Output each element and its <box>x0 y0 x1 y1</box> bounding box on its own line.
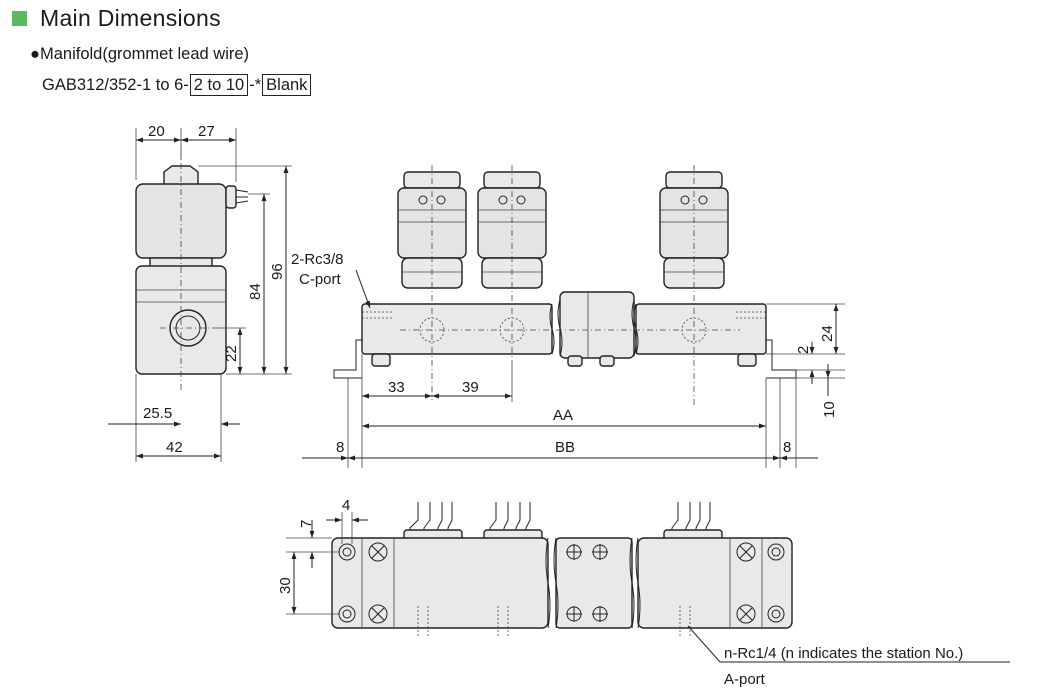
dim-8-right: 8 <box>783 439 791 456</box>
dim-24: 24 <box>819 325 836 342</box>
dim-4: 4 <box>342 497 350 514</box>
station-box: 2 to 10 <box>189 74 249 96</box>
dim-96: 96 <box>269 263 286 280</box>
dim-22: 22 <box>223 345 240 362</box>
a-port-size: n-Rc1/4 (n indicates the station No.) <box>724 645 963 662</box>
model-code: GAB312/352-1 to 6- 2 to 10 -* Blank <box>42 74 312 96</box>
plan-view: 4 7 30 n-Rc1/4 (n indicates the station … <box>277 497 1010 688</box>
model-prefix: GAB312/352-1 to 6- <box>42 75 189 94</box>
green-square-icon <box>12 11 27 26</box>
dim-10: 10 <box>821 401 838 418</box>
section-header: Main Dimensions <box>12 5 221 32</box>
subtitle: ●Manifold(grommet lead wire) <box>30 45 250 63</box>
dim-84: 84 <box>247 283 264 300</box>
c-port-size: 2-Rc3/8 <box>291 251 344 268</box>
side-view: 2-Rc3/8 C-port 33 39 AA BB 8 8 24 2 <box>291 165 845 468</box>
dim-aa: AA <box>553 407 573 424</box>
dim-30: 30 <box>277 577 294 594</box>
a-port-label: A-port <box>724 671 766 688</box>
page-title: Main Dimensions <box>40 5 221 31</box>
c-port-label: C-port <box>299 271 342 288</box>
dim-8-left: 8 <box>336 439 344 456</box>
front-view: 20 27 96 84 22 25.5 42 <box>108 123 292 462</box>
dim-7: 7 <box>298 520 315 528</box>
dim-25-5: 25.5 <box>143 405 172 422</box>
dim-27: 27 <box>198 123 215 140</box>
option-box: Blank <box>262 74 312 96</box>
dim-39: 39 <box>462 379 479 396</box>
dim-33: 33 <box>388 379 405 396</box>
dim-42: 42 <box>166 439 183 456</box>
dim-2: 2 <box>795 346 812 354</box>
dim-bb: BB <box>555 439 575 456</box>
model-mid: -* <box>249 75 262 94</box>
dim-20: 20 <box>148 123 165 140</box>
